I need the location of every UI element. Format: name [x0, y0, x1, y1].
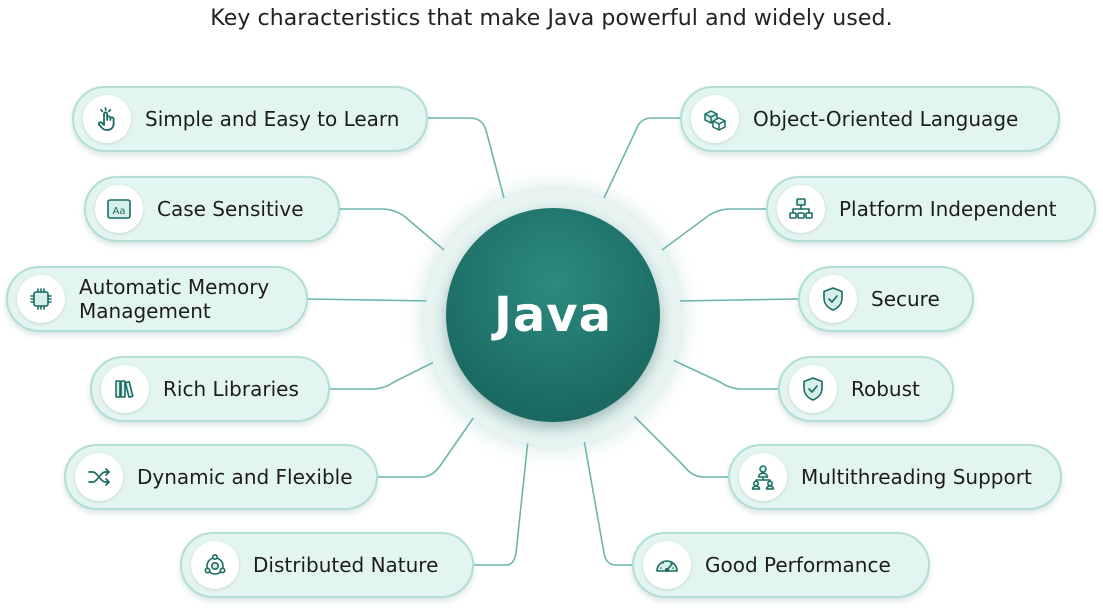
- network-icon: [191, 541, 239, 589]
- node-performance: Good Performance: [632, 532, 930, 598]
- shuffle-icon: [75, 453, 123, 501]
- node-dynamic: Dynamic and Flexible: [64, 444, 378, 510]
- link-oop: [603, 117, 680, 199]
- speedometer-icon: [643, 541, 691, 589]
- node-secure: Secure: [798, 266, 974, 332]
- books-icon: [101, 365, 149, 413]
- java-center-node: Java: [446, 208, 660, 422]
- node-label: Robust: [851, 377, 920, 401]
- node-label: Automatic Memory Management: [79, 275, 270, 323]
- team-icon: [739, 453, 787, 501]
- diagram-subtitle: Key characteristics that make Java power…: [210, 6, 893, 31]
- link-simple: [428, 117, 505, 199]
- link-platform: [661, 208, 766, 251]
- link-secure: [677, 298, 799, 302]
- link-multithread: [631, 413, 728, 478]
- node-object-oriented: Object-Oriented Language: [680, 86, 1060, 152]
- node-label: Case Sensitive: [157, 197, 304, 221]
- node-simple: Simple and Easy to Learn: [72, 86, 428, 152]
- node-multithreading: Multithreading Support: [728, 444, 1062, 510]
- link-dynamic: [378, 413, 477, 478]
- node-label: Rich Libraries: [163, 377, 299, 401]
- cubes-icon: [691, 95, 739, 143]
- link-memory: [307, 298, 433, 302]
- node-libraries: Rich Libraries: [90, 356, 330, 422]
- node-label: Good Performance: [705, 553, 891, 577]
- chip-icon: [17, 275, 65, 323]
- node-distributed: Distributed Nature: [180, 532, 474, 598]
- node-robust: Robust: [778, 356, 954, 422]
- pointer-hand-icon: [83, 95, 131, 143]
- center-label: Java: [494, 287, 612, 343]
- link-case: [340, 208, 445, 251]
- hierarchy-icon: [777, 185, 825, 233]
- shield-icon: [789, 365, 837, 413]
- link-performance: [583, 439, 632, 566]
- node-label: Simple and Easy to Learn: [145, 107, 400, 131]
- node-label: Distributed Nature: [253, 553, 439, 577]
- node-label: Object-Oriented Language: [753, 107, 1019, 131]
- link-libraries: [330, 355, 447, 390]
- node-platform-independent: Platform Independent: [766, 176, 1096, 242]
- link-distributed: [474, 439, 529, 566]
- node-case-sensitive: Aa Case Sensitive: [84, 176, 340, 242]
- node-memory: Automatic Memory Management: [6, 266, 308, 332]
- svg-text:Aa: Aa: [113, 206, 126, 217]
- link-robust: [663, 355, 778, 390]
- node-label: Multithreading Support: [801, 465, 1032, 489]
- node-label: Secure: [871, 287, 940, 311]
- text-case-icon: Aa: [95, 185, 143, 233]
- shield-check-icon: [809, 275, 857, 323]
- node-label: Dynamic and Flexible: [137, 465, 353, 489]
- node-label: Platform Independent: [839, 197, 1057, 221]
